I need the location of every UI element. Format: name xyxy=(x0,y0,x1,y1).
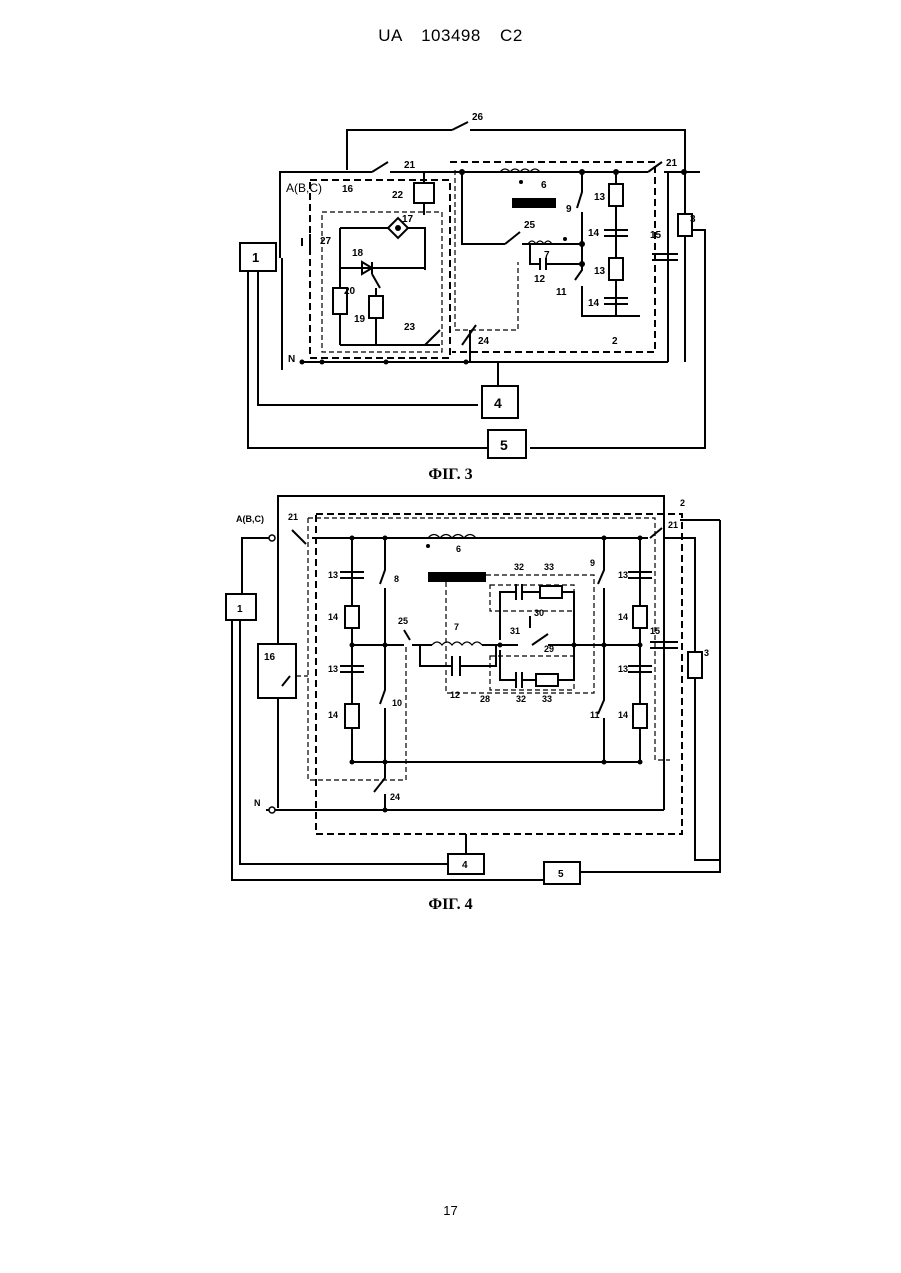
label-24: 24 xyxy=(390,792,400,802)
label-24: 24 xyxy=(478,336,490,347)
label-11: 11 xyxy=(556,287,567,298)
label-13-right-upper: 13 xyxy=(618,570,628,580)
label-6: 6 xyxy=(541,180,547,191)
label-28: 28 xyxy=(480,694,490,704)
label-16: 16 xyxy=(342,184,354,195)
label-33-upper: 33 xyxy=(544,562,554,572)
label-13-lower: 13 xyxy=(594,266,606,277)
label-13-right-lower: 13 xyxy=(618,664,628,674)
label-block-4: 4 xyxy=(494,395,502,411)
label-31: 31 xyxy=(510,626,520,636)
label-7: 7 xyxy=(454,622,459,632)
label-block-16: 16 xyxy=(264,652,276,663)
label-9: 9 xyxy=(590,558,595,568)
document-header: UA 103498 C2 xyxy=(0,26,901,46)
label-20: 20 xyxy=(344,286,356,297)
label-n: N xyxy=(254,798,261,808)
figure-4-caption: ФІГ. 4 xyxy=(0,896,901,914)
label-29: 29 xyxy=(544,644,554,654)
label-23: 23 xyxy=(404,322,416,333)
label-21-right: 21 xyxy=(668,520,678,530)
label-13-left-lower: 13 xyxy=(328,664,338,674)
label-block-5: 5 xyxy=(558,869,564,880)
label-phase: A(B,C) xyxy=(236,514,264,524)
label-6: 6 xyxy=(456,544,461,554)
label-2: 2 xyxy=(612,336,618,347)
label-n: N xyxy=(288,354,295,365)
label-block-1: 1 xyxy=(252,250,259,265)
label-12: 12 xyxy=(450,690,460,700)
label-32-upper: 32 xyxy=(514,562,524,572)
label-27: 27 xyxy=(320,236,332,247)
label-14-right-lower: 14 xyxy=(618,710,628,720)
label-25: 25 xyxy=(398,616,408,626)
label-15: 15 xyxy=(650,230,662,241)
label-13-left-upper: 13 xyxy=(328,570,338,580)
label-block-5: 5 xyxy=(500,437,508,453)
figure-4-circuit-diagram: A(B,C) 21 21 2 6 13 14 13 14 8 9 13 14 1… xyxy=(220,488,730,890)
label-25: 25 xyxy=(524,220,536,231)
figure-3-circuit-diagram: 1 4 5 26 21 21 A(B,C) 16 22 6 13 9 17 18… xyxy=(220,100,720,460)
label-14-upper: 14 xyxy=(588,228,600,239)
label-3: 3 xyxy=(690,214,696,225)
label-17: 17 xyxy=(402,214,414,225)
label-phase: A(B,C) xyxy=(286,181,322,195)
label-22: 22 xyxy=(392,190,404,201)
label-32-lower: 32 xyxy=(516,694,526,704)
label-14-left-lower: 14 xyxy=(328,710,338,720)
label-21-left: 21 xyxy=(288,512,298,522)
label-14-lower: 14 xyxy=(588,298,600,309)
label-block-1: 1 xyxy=(237,604,243,615)
label-19: 19 xyxy=(354,314,366,325)
label-15: 15 xyxy=(650,626,660,636)
label-13-upper: 13 xyxy=(594,192,606,203)
label-3: 3 xyxy=(704,648,709,658)
label-33-lower: 33 xyxy=(542,694,552,704)
label-9: 9 xyxy=(566,204,572,215)
label-8: 8 xyxy=(394,574,399,584)
label-block-4: 4 xyxy=(462,860,468,871)
label-18: 18 xyxy=(352,248,364,259)
label-2: 2 xyxy=(680,498,685,508)
label-21-left: 21 xyxy=(404,160,416,171)
label-14-left-upper: 14 xyxy=(328,612,338,622)
label-21-right: 21 xyxy=(666,158,678,169)
label-12: 12 xyxy=(534,274,546,285)
label-11: 11 xyxy=(590,710,600,720)
page-number: 17 xyxy=(0,1203,901,1218)
figure-3-caption: ФІГ. 3 xyxy=(0,466,901,484)
label-14-right-upper: 14 xyxy=(618,612,628,622)
label-26: 26 xyxy=(472,112,484,123)
label-7: 7 xyxy=(544,250,550,261)
label-30: 30 xyxy=(534,608,544,618)
label-10: 10 xyxy=(392,698,402,708)
